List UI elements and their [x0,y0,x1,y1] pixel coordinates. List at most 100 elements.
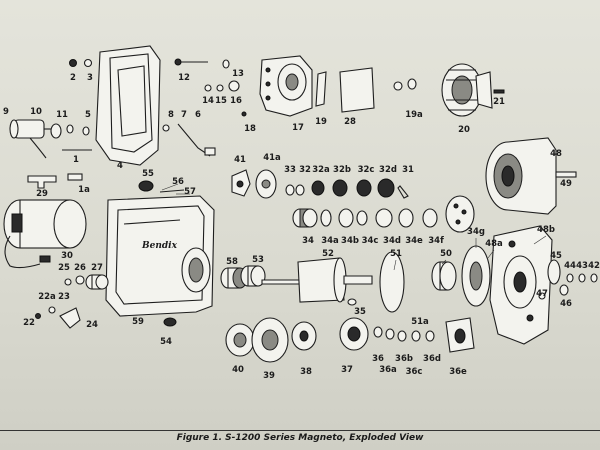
part-washer-36d [425,330,435,342]
part-washer-26 [75,275,85,285]
part-terminal [204,147,216,156]
callout: 36b [395,354,413,364]
callout: 23 [58,292,70,302]
callout: 46 [560,299,572,309]
part-washer-36 [373,326,383,338]
callout: 48 [550,149,562,159]
callout: 1 [73,155,79,165]
callout: 34g [467,227,485,237]
part-gear-32a [311,180,325,196]
part-distributor-40 [225,323,255,357]
part-washer-15 [216,84,224,92]
part-washer-47 [538,292,546,300]
part-plate-34g [445,195,475,233]
part-washer-3 [83,58,93,68]
part-washer-46 [559,284,569,296]
part-housing-cover [95,45,161,166]
callout: 31 [402,165,414,175]
part-gasket-11 [50,123,62,139]
callout: 3 [87,73,93,83]
part-gear-32c [356,179,372,197]
part-hub-36e [445,317,475,353]
callout: 34b [341,236,359,246]
callout: 54 [160,337,172,347]
part-bushing-16 [228,80,240,92]
callout: 19a [405,110,423,120]
callout: 18 [244,124,256,134]
callout: 50 [440,249,452,259]
callout: 48b [537,225,555,235]
part-washer-36a [385,328,395,340]
part-washer-42 [590,273,598,283]
part-main-housing: Bendix [105,195,215,317]
part-nut-25 [64,278,72,286]
callout: 8 [168,110,174,120]
part-pin-49 [555,171,577,178]
callout: 12 [178,73,190,83]
callout: 32a [312,165,330,175]
figure-caption: Figure 1. S-1200 Series Magneto, Explode… [176,433,424,443]
callout: 43 [576,261,588,271]
caption-rule [0,430,600,431]
part-cover-28 [339,67,375,113]
part-bushing-27 [85,274,109,290]
part-rotor-shaft [261,257,373,303]
callout: 32c [358,165,375,175]
part-bearing-53 [240,265,266,287]
callout: 37 [341,365,353,375]
callout: 36a [379,365,397,375]
callout: 34a [321,236,339,246]
callout-labels: 1 1a 2 3 4 5 6 7 8 9 10 11 12 13 14 15 1… [3,69,600,381]
part-distributor-39 [251,317,289,363]
part-washer-36c [411,330,421,342]
callout: 45 [550,251,562,261]
callout: 47 [536,289,548,299]
part-rotor-housing [485,137,557,215]
callout: 9 [3,107,9,117]
part-gasket-45 [547,259,561,285]
callout: 36e [449,367,467,377]
callout: 55 [142,169,154,179]
callout: 36 [372,354,384,364]
part-washer-44 [566,273,574,283]
part-gear-32d [377,178,395,198]
part-cam-37 [339,317,369,351]
part-washer-5 [66,124,74,134]
part-washer-22a [48,306,56,314]
part-gear-32b [332,179,348,197]
callout: 24 [86,320,98,330]
part-washer-1 [82,126,90,136]
callout: 13 [232,69,244,79]
part-nut-2 [69,59,77,67]
part-gasket-19 [315,71,327,107]
part-washer-19a [407,78,417,90]
callout: 4 [117,161,123,171]
part-washer-14 [204,84,212,92]
part-washer-36b [397,330,407,342]
callout: 34c [362,236,379,246]
part-washer-8 [162,124,170,132]
callout: 34f [428,236,444,246]
callout: 29 [36,189,48,199]
callout: 34d [383,236,401,246]
callout: 59 [132,317,144,327]
leader-lines [161,183,547,271]
part-lead-assembly [177,123,211,157]
callout: 51 [390,249,402,259]
callout: 17 [292,123,304,133]
callout: 34e [405,236,423,246]
part-clip-31 [397,185,409,199]
part-screw-22 [35,313,41,319]
callout: 32 [299,165,311,175]
part-washer-13 [222,59,230,69]
part-clamp-24 [59,307,81,329]
callout: 38 [300,367,312,377]
part-end-cover [489,225,553,345]
callout: 44 [564,261,576,271]
part-bearing-row [292,208,438,228]
callout: 40 [232,365,244,375]
part-screw-18 [241,111,247,117]
callout: 30 [61,251,73,261]
callout: 25 [58,263,70,273]
callout: 15 [215,96,227,106]
